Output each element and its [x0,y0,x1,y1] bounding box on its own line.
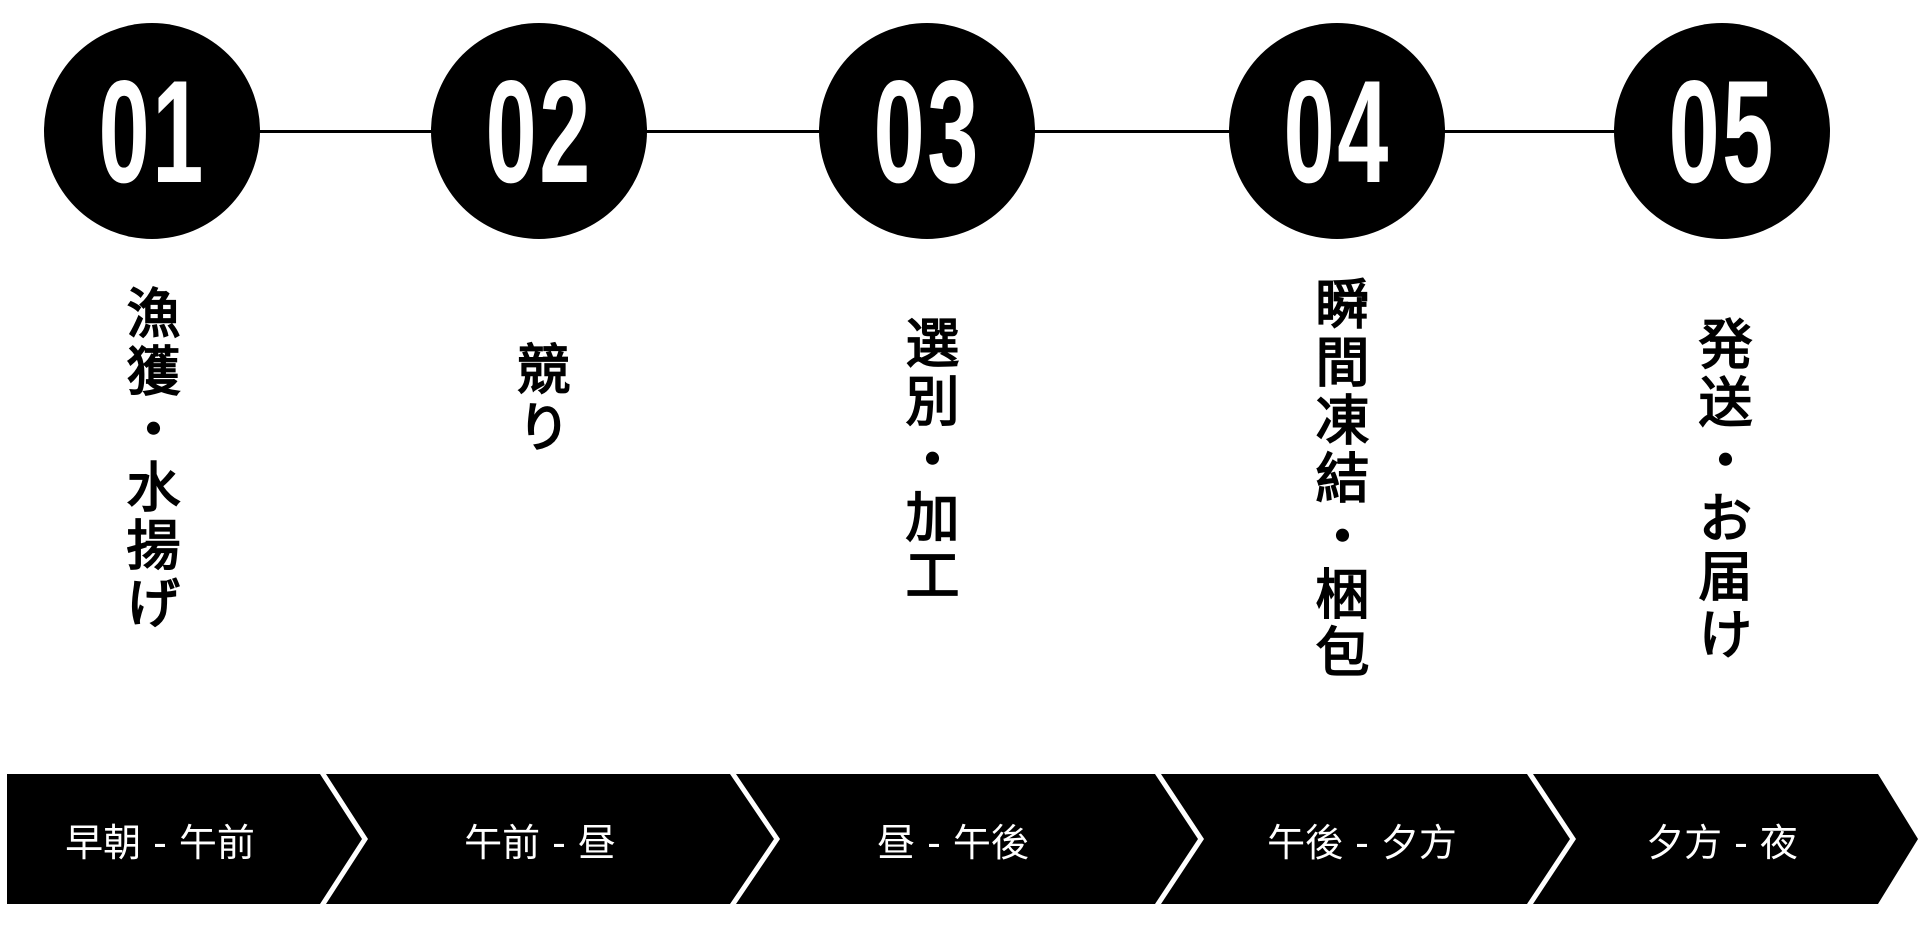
time-segment-2 [326,774,774,904]
step-1-number: 01 [98,50,206,213]
step-3-label: 選別・加工 [896,315,959,605]
step-1-circle: 01 [44,23,260,239]
time-segment-4-label: 午後 - 夕方 [1267,820,1457,865]
step-5-label: 発送・お届け [1689,316,1752,664]
time-segment-4 [1161,774,1570,904]
time-segment-2-label: 午前 - 昼 [464,820,616,865]
step-5-number: 05 [1668,50,1776,213]
time-segment-1-label: 早朝 - 午前 [65,820,255,865]
step-4-number: 04 [1283,50,1391,213]
timeline-arrow-bar: 早朝 - 午前 午前 - 昼 昼 - 午後 午後 - 夕方 夕方 - 夜 [0,774,1920,904]
step-4-label: 瞬間凍結・梱包 [1306,276,1369,682]
step-2-label: 競り [507,341,570,457]
time-segment-3 [736,774,1198,904]
step-3-circle: 03 [819,23,1035,239]
step-4-circle: 04 [1229,23,1445,239]
step-2-circle: 02 [431,23,647,239]
time-segment-5 [1533,774,1918,904]
time-segment-1 [7,774,362,904]
step-3-number: 03 [873,50,981,213]
step-1-label: 漁獲・水揚げ [117,285,180,633]
time-segment-5-label: 夕方 - 夜 [1646,820,1798,865]
step-5-circle: 05 [1614,23,1830,239]
step-2-number: 02 [485,50,593,213]
time-segment-3-label: 昼 - 午後 [877,820,1029,865]
chevron-arrows-graphic [7,774,1918,904]
